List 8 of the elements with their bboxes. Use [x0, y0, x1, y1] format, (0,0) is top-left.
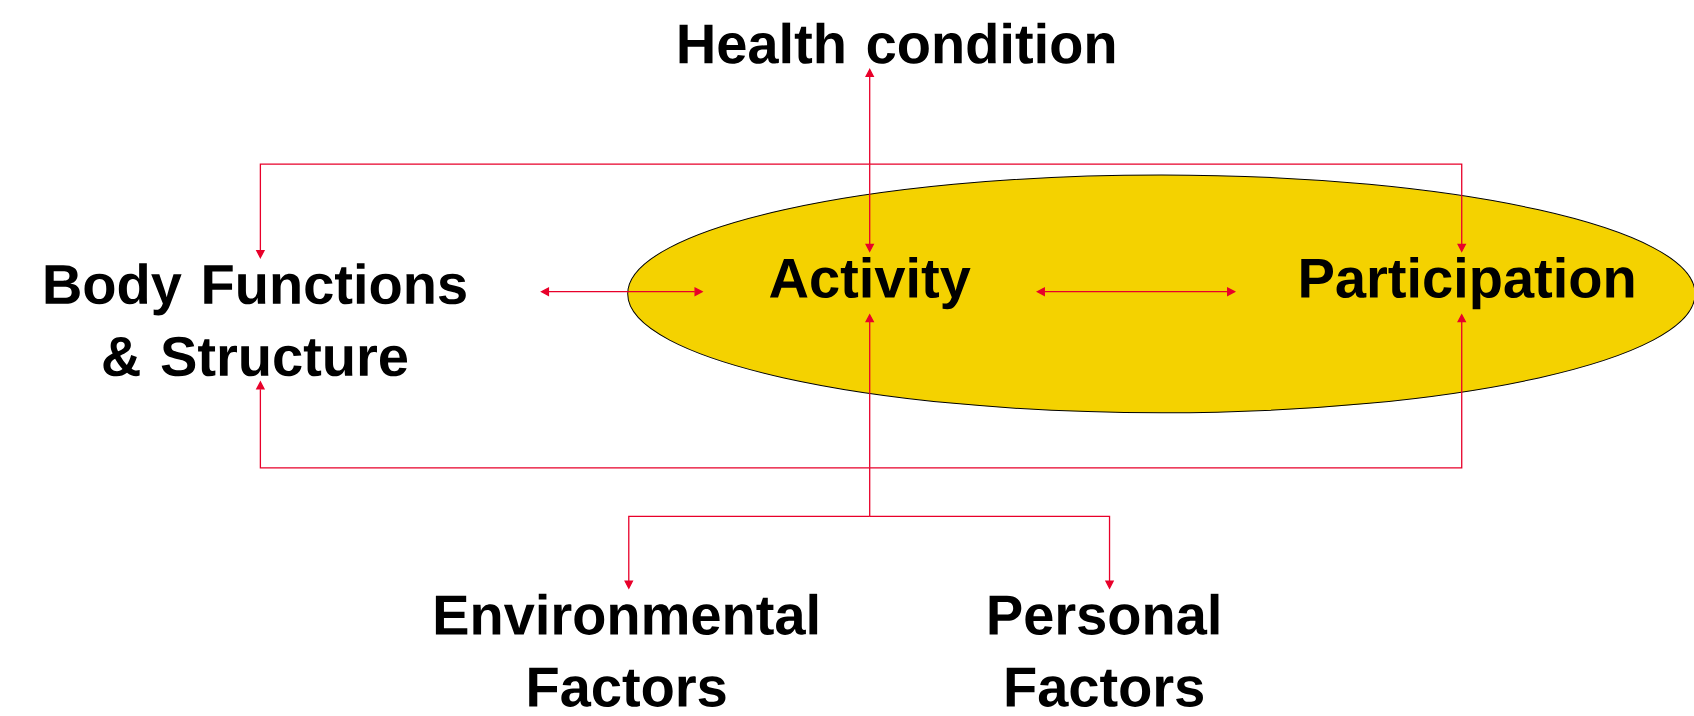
node-label: Environmental Factors	[435, 593, 818, 707]
node-label: Health condition	[679, 22, 1115, 64]
ellipse	[627, 174, 1694, 414]
arrow	[1036, 286, 1236, 297]
node-label: Activity	[769, 256, 971, 310]
node-label: Personal Factors	[989, 593, 1219, 707]
node-label: Participation	[1301, 256, 1634, 310]
node-label: Body Functions & Structure	[45, 263, 466, 377]
